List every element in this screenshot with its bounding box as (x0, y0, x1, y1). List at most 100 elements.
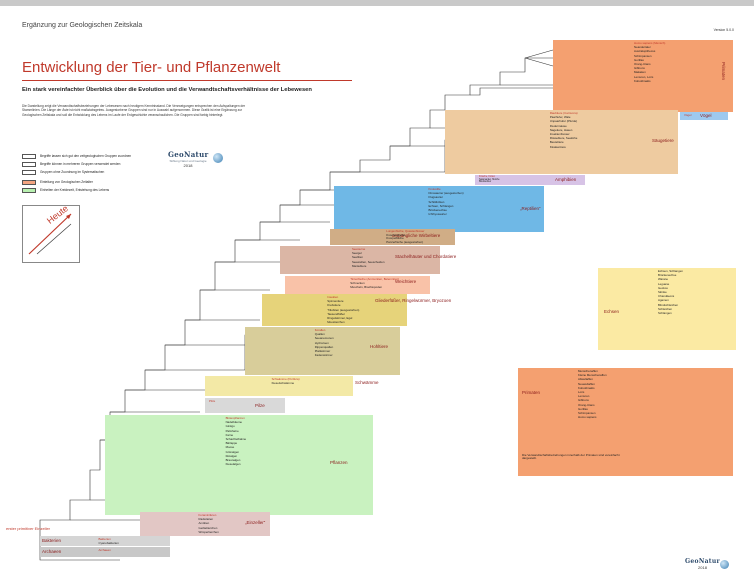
group-block-label: Weichtiere (395, 279, 417, 284)
taxon-label: Rotalgen (225, 453, 238, 458)
legend-text: Gruppen ohne Zuordnung im Systematischen (40, 170, 105, 174)
taxon-label: Krebstiere (327, 303, 341, 308)
legend-text: Begriffe können in mehreren Gruppen verw… (40, 162, 121, 166)
intro-text: Die Darstellung zeigt die Verwandtschaft… (22, 104, 246, 117)
taxon-label: Beuteltiere (549, 140, 564, 145)
group-block-label: Pflanzen (330, 460, 348, 465)
taxon-label: Brückenechse (428, 208, 447, 212)
bottom-logo-brand: GeoNatur (684, 558, 720, 565)
bottom-globe-icon (720, 560, 729, 569)
taxon-label: Gibbons (634, 66, 645, 71)
logo-year: 2018 (183, 163, 193, 168)
taxon-label: Schachtelhalme (225, 437, 247, 441)
taxon-label: Farne (225, 432, 234, 437)
group-block-saeuger (445, 110, 678, 174)
taxon-label: Homo sapiens (578, 415, 597, 420)
taxon-label: Echsen, Schlangen (658, 269, 683, 273)
taxon-label: Knochenfische (386, 232, 406, 237)
group-block-fische (330, 229, 455, 245)
topline: Ergänzung zur Geologischen Zeitskala (22, 22, 143, 29)
group-block-pflanzen (105, 415, 373, 515)
title-rule (22, 80, 352, 81)
taxon-label: Spinnentiere (327, 299, 344, 304)
taxon-label: Radiolarien (198, 517, 214, 522)
logo-sub: Stiftung Natur und Geologie (169, 159, 207, 163)
taxon-label: Quallen (314, 332, 325, 337)
taxon-label: Orang-Utans (578, 402, 595, 407)
group-block-anderetiere (245, 327, 400, 375)
group-block-voegel (680, 112, 728, 120)
taxon-label: Manteltiere (352, 263, 367, 268)
taxon-label: Nadelbäume (225, 420, 242, 425)
taxon-label: Muscheln, Brachiopoden (350, 285, 383, 290)
group-block-schwaemme (205, 376, 353, 396)
legend-swatch (22, 162, 36, 167)
taxon-label: Blütenpflanzen (225, 416, 245, 420)
urform-label: erster primitiver Einzeller (6, 526, 51, 531)
taxon-label: Lemuren (578, 394, 590, 399)
group-block-stachel (280, 246, 440, 274)
taxon-label: Insekten (327, 295, 339, 299)
page-title: Entwicklung der Tier- und Pflanzenwelt (22, 59, 281, 76)
side-box-primaten2 (518, 368, 733, 476)
taxon-label: Makaken (634, 70, 646, 75)
taxon-label: Vögel (684, 113, 692, 117)
side-box-label: Echsen (604, 309, 620, 314)
taxon-label: Kleine Menschenaffen (578, 373, 607, 378)
group-block-label: Bakterien (42, 538, 62, 543)
group-block-weichtiere (285, 276, 430, 294)
taxon-label: Bakterien (98, 537, 111, 541)
group-block-label: Stachelhäuter und Chordatiere (395, 254, 457, 259)
taxon-label: Krokodile (428, 187, 441, 191)
taxon-label: Geckos (658, 285, 668, 290)
taxon-label: Fledermäuse (549, 123, 567, 128)
taxon-label: Rüsseltiere, Seekühe (549, 136, 578, 141)
group-block-primates (553, 40, 733, 112)
taxon-label: Schimpansen (578, 411, 596, 415)
group-block-label: Archaeen (42, 549, 62, 554)
taxon-label: Schwämme (Porifera) (271, 377, 300, 381)
taxon-label: Trilobiten (ausgestorben) (327, 307, 360, 312)
taxon-label: Menschenaffen (578, 369, 598, 373)
taxon-label: Archaeen (98, 548, 111, 552)
taxon-label: Australopithecus (634, 49, 656, 54)
taxon-label: Neandertaler (634, 45, 651, 50)
taxon-label: Wimpertierchen (198, 529, 219, 534)
taxon-label: Warane (658, 277, 669, 282)
group-block-amphibien (475, 175, 585, 185)
group-block-label: Primaten (721, 62, 726, 81)
taxon-label: Schnecken (350, 281, 365, 286)
taxon-label: Schleichen (658, 306, 673, 311)
taxon-label: Panzerfische (ausgestorben) (386, 239, 424, 244)
group-block-label: „Reptilien“ (520, 206, 541, 211)
group-block-label: urspüngliche Wirbeltiere (392, 233, 441, 238)
taxon-label: Kieselschwämme (271, 381, 295, 386)
taxon-label: Foraminiferen (198, 513, 217, 517)
taxon-label: Chamäleons (658, 294, 675, 299)
legend-swatch (22, 188, 36, 193)
taxon-label: Palmfarne (225, 428, 239, 433)
taxon-label: Plattwürmer (314, 349, 331, 353)
heute-diagram: Heute (22, 203, 80, 263)
taxon-label: Skinke (658, 290, 667, 294)
taxon-label: Neuweltaffen (578, 381, 595, 386)
taxon-label: Kieselalgen (225, 462, 241, 467)
taxon-label: Seelilien (352, 255, 363, 260)
group-block-label: Säugetiere (652, 138, 674, 143)
group-block-label: Pilze (255, 403, 265, 408)
taxon-label: Cyanobakterien (98, 541, 119, 545)
taxon-label: Gorillas (578, 406, 588, 411)
taxon-label: Kloakentiere (549, 144, 566, 149)
taxon-label: Schimpansen (634, 53, 652, 58)
group-block-gliederfuesser (262, 294, 407, 326)
taxon-label: Dinosaurier (ausgestorben) (428, 191, 464, 196)
taxon-label: Seeigel (352, 251, 362, 256)
taxon-label: Blindwühlen (479, 181, 492, 184)
taxon-label: Orang-Utans (634, 62, 651, 66)
side-box-note: Die Verwandtschaftsbeziehungen innerhalb… (522, 453, 620, 461)
taxon-label: Moose (225, 445, 235, 450)
taxon-label: Gorillas (634, 57, 644, 62)
taxon-label: Loris (578, 390, 585, 394)
taxon-label: Grünalgen (225, 449, 240, 454)
taxon-label: Braunalgen (225, 458, 241, 462)
